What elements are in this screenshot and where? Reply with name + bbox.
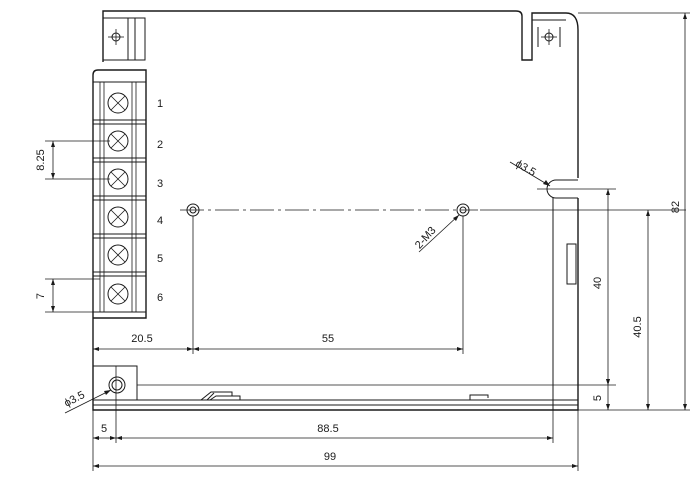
dim-overall-width: 99 [324, 451, 336, 463]
terminal-screw-1 [107, 92, 129, 114]
dim-hole-height-a: 40 [592, 277, 604, 289]
dim-slot-dia-top: ϕ3.5 [513, 158, 538, 179]
dim-hole-offset-x: 20.5 [131, 333, 152, 345]
terminal-number-3: 3 [157, 178, 163, 190]
dim-terminal-pitch: 8.25 [35, 149, 47, 170]
top-left-ear [102, 17, 146, 61]
dim-thread-callout: 2-M3 [413, 225, 439, 252]
terminal-number-4: 4 [157, 215, 163, 227]
terminal-screw-6 [107, 283, 129, 305]
center-lines [115, 188, 686, 404]
dim-slot-dia-bottom: ϕ3.5 [62, 389, 87, 410]
dim-terminal-width: 7 [35, 293, 47, 299]
dim-overall-height: 82 [670, 201, 682, 213]
terminal-screw-5 [107, 244, 129, 266]
mounting-features [92, 179, 578, 410]
dim-slot-offset-bottom: 5 [101, 423, 107, 435]
terminal-screw-3 [107, 168, 129, 190]
dimension-lines [45, 12, 690, 471]
terminal-block [92, 69, 147, 319]
base-clip-left [200, 391, 233, 401]
terminal-numbers: 1 2 3 4 5 6 [157, 98, 163, 304]
terminal-screws [107, 92, 129, 305]
terminal-number-1: 1 [157, 98, 163, 110]
terminal-number-6: 6 [157, 292, 163, 304]
chassis-outline [92, 10, 579, 411]
dim-hole-height-b: 40.5 [632, 316, 644, 337]
terminal-screw-2 [107, 130, 129, 152]
base-clip-right [469, 394, 489, 400]
terminal-number-2: 2 [157, 139, 163, 151]
dim-slot-spacing-x: 88.5 [317, 423, 338, 435]
terminal-number-5: 5 [157, 253, 163, 265]
dim-hole-spacing-x: 55 [322, 333, 334, 345]
dimension-labels: 8.25 7 20.5 55 2-M3 ϕ3.5 ϕ3.5 5 88.5 99 … [35, 149, 682, 463]
base-hole [108, 376, 126, 394]
base-ear [92, 365, 138, 401]
dim-base-height: 5 [592, 395, 604, 401]
dimension-arrows [51, 13, 687, 468]
side-vent [566, 243, 577, 285]
terminal-screw-4 [107, 206, 129, 228]
